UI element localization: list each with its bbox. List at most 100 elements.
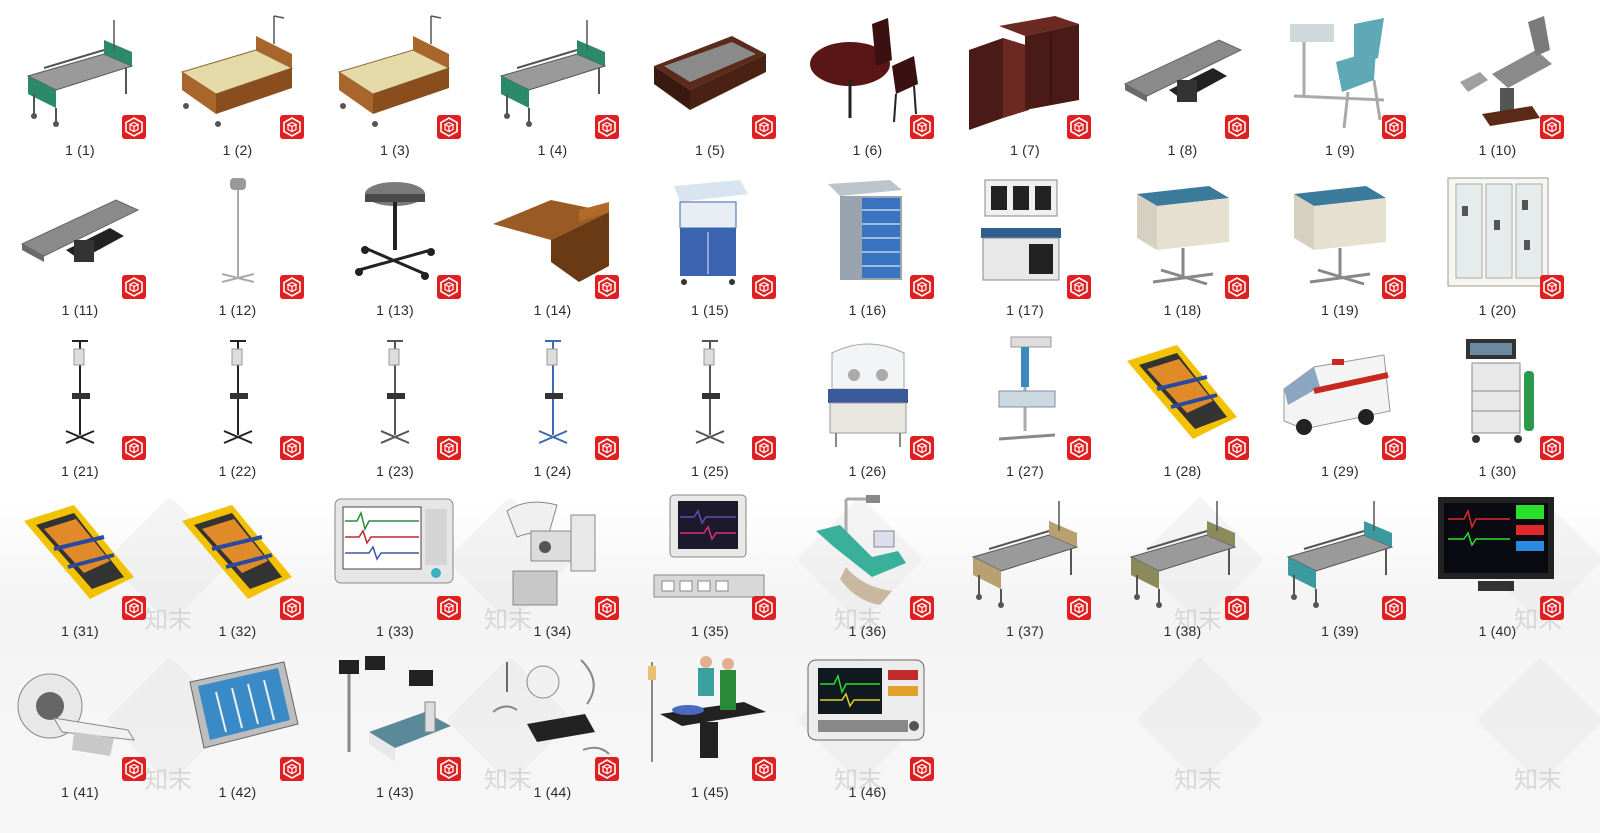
model-tile[interactable]: 1 (9) <box>1260 4 1420 164</box>
sketchup-icon <box>279 114 305 140</box>
blood-chair-icon <box>1274 10 1406 136</box>
sketchup-icon <box>594 756 620 782</box>
model-tile[interactable]: 1 (4) <box>473 4 633 164</box>
sketchup-icon <box>594 274 620 300</box>
model-tile[interactable]: 1 (42) <box>158 646 318 806</box>
sketchup-icon <box>1539 595 1565 621</box>
model-tile[interactable]: 1 (13) <box>315 164 475 324</box>
model-tile[interactable]: 1 (15) <box>630 164 790 324</box>
model-tile[interactable]: 1 (46) <box>788 646 948 806</box>
model-tile[interactable]: 1 (28) <box>1103 325 1263 485</box>
operating-table-icon <box>14 170 146 296</box>
model-tile[interactable]: 1 (36) <box>788 485 948 645</box>
model-tile[interactable]: 1 (40) <box>1418 485 1578 645</box>
model-tile[interactable]: 1 (1) <box>0 4 160 164</box>
sketchup-icon <box>279 435 305 461</box>
model-tile[interactable]: 1 (29) <box>1260 325 1420 485</box>
sketchup-icon <box>1066 435 1092 461</box>
model-label: 1 (43) <box>376 784 414 800</box>
model-tile[interactable]: 1 (2) <box>158 4 318 164</box>
model-tile[interactable]: 1 (39) <box>1260 485 1420 645</box>
model-label: 1 (8) <box>1167 142 1198 158</box>
model-label: 1 (30) <box>1478 463 1517 479</box>
model-tile[interactable]: 1 (26) <box>788 325 948 485</box>
model-tile[interactable]: 1 (6) <box>788 4 948 164</box>
model-tile[interactable]: 1 (38) <box>1103 485 1263 645</box>
sketchup-icon <box>1539 274 1565 300</box>
model-tile[interactable]: 1 (14) <box>473 164 633 324</box>
model-label: 1 (1) <box>65 142 95 158</box>
incubator-icon <box>802 331 934 457</box>
model-tile[interactable]: 1 (27) <box>945 325 1105 485</box>
model-label: 1 (27) <box>1006 463 1044 479</box>
sketchup-icon <box>121 756 147 782</box>
model-tile[interactable]: 1 (12) <box>158 164 318 324</box>
glass-cabinet-icon <box>1432 170 1564 296</box>
model-tile[interactable]: 1 (16) <box>788 164 948 324</box>
sketchup-icon <box>751 595 777 621</box>
model-tile[interactable]: 1 (24) <box>473 325 633 485</box>
sketchup-icon <box>121 274 147 300</box>
hospital-bed-icon <box>487 10 619 136</box>
model-label: 1 (31) <box>61 623 99 639</box>
drawer-cart-icon <box>802 170 934 296</box>
model-tile[interactable]: 1 (31) <box>0 485 160 645</box>
model-tile[interactable]: 1 (10) <box>1418 4 1578 164</box>
model-label: 1 (38) <box>1163 623 1202 639</box>
sketchup-icon <box>751 435 777 461</box>
model-tile[interactable]: 1 (45) <box>630 646 790 806</box>
bedside-cabinet-icon <box>1274 170 1406 296</box>
model-label: 1 (4) <box>537 142 568 158</box>
model-tile[interactable]: 1 (3) <box>315 4 475 164</box>
model-label: 1 (15) <box>691 302 729 318</box>
overbed-table-icon <box>487 170 619 296</box>
sketchup-icon <box>751 114 777 140</box>
model-tile[interactable]: 1 (30) <box>1418 325 1578 485</box>
sketchup-icon <box>279 595 305 621</box>
model-label: 1 (41) <box>61 784 99 800</box>
model-label: 1 (44) <box>533 784 572 800</box>
model-tile[interactable]: 1 (32) <box>158 485 318 645</box>
model-tile[interactable]: 1 (5) <box>630 4 790 164</box>
stretcher-icon <box>172 491 304 617</box>
model-label: 1 (9) <box>1325 142 1355 158</box>
model-tile[interactable]: 1 (44) <box>473 646 633 806</box>
model-label: 1 (5) <box>695 142 725 158</box>
sketchup-icon <box>121 595 147 621</box>
surgery-scene-icon <box>644 652 776 778</box>
sketchup-icon <box>436 435 462 461</box>
model-tile[interactable]: 1 (34) <box>473 485 633 645</box>
model-tile[interactable]: 1 (20) <box>1418 164 1578 324</box>
iv-stand-icon <box>644 331 776 457</box>
sketchup-icon <box>436 756 462 782</box>
floor-lamp-icon <box>172 170 304 296</box>
model-tile[interactable]: 1 (37) <box>945 485 1105 645</box>
model-tile[interactable]: 1 (22) <box>158 325 318 485</box>
sketchup-icon <box>121 435 147 461</box>
model-tile[interactable]: 1 (41) <box>0 646 160 806</box>
iv-stand-icon <box>329 331 461 457</box>
model-tile[interactable]: 1 (19) <box>1260 164 1420 324</box>
model-tile[interactable]: 1 (17) <box>945 164 1105 324</box>
sketchup-icon <box>121 114 147 140</box>
infant-warmer-icon <box>959 331 1091 457</box>
patient-monitor-icon <box>329 491 461 617</box>
model-tile[interactable]: 1 (25) <box>630 325 790 485</box>
model-tile[interactable]: 1 (7) <box>945 4 1105 164</box>
model-tile[interactable]: 1 (11) <box>0 164 160 324</box>
model-tile[interactable]: 1 (21) <box>0 325 160 485</box>
model-tile[interactable]: 1 (35) <box>630 485 790 645</box>
model-tile[interactable]: 1 (23) <box>315 325 475 485</box>
model-tile[interactable]: 1 (43) <box>315 646 475 806</box>
iv-stand-icon <box>14 331 146 457</box>
model-tile[interactable]: 1 (33) <box>315 485 475 645</box>
model-label: 1 (24) <box>533 463 572 479</box>
model-label: 1 (3) <box>380 142 410 158</box>
stool-icon <box>329 170 461 296</box>
sketchup-icon <box>1381 435 1407 461</box>
sketchup-icon <box>436 114 462 140</box>
model-tile[interactable]: 1 (18) <box>1103 164 1263 324</box>
lab-cabinet-icon <box>959 170 1091 296</box>
model-tile[interactable]: 1 (8) <box>1103 4 1263 164</box>
